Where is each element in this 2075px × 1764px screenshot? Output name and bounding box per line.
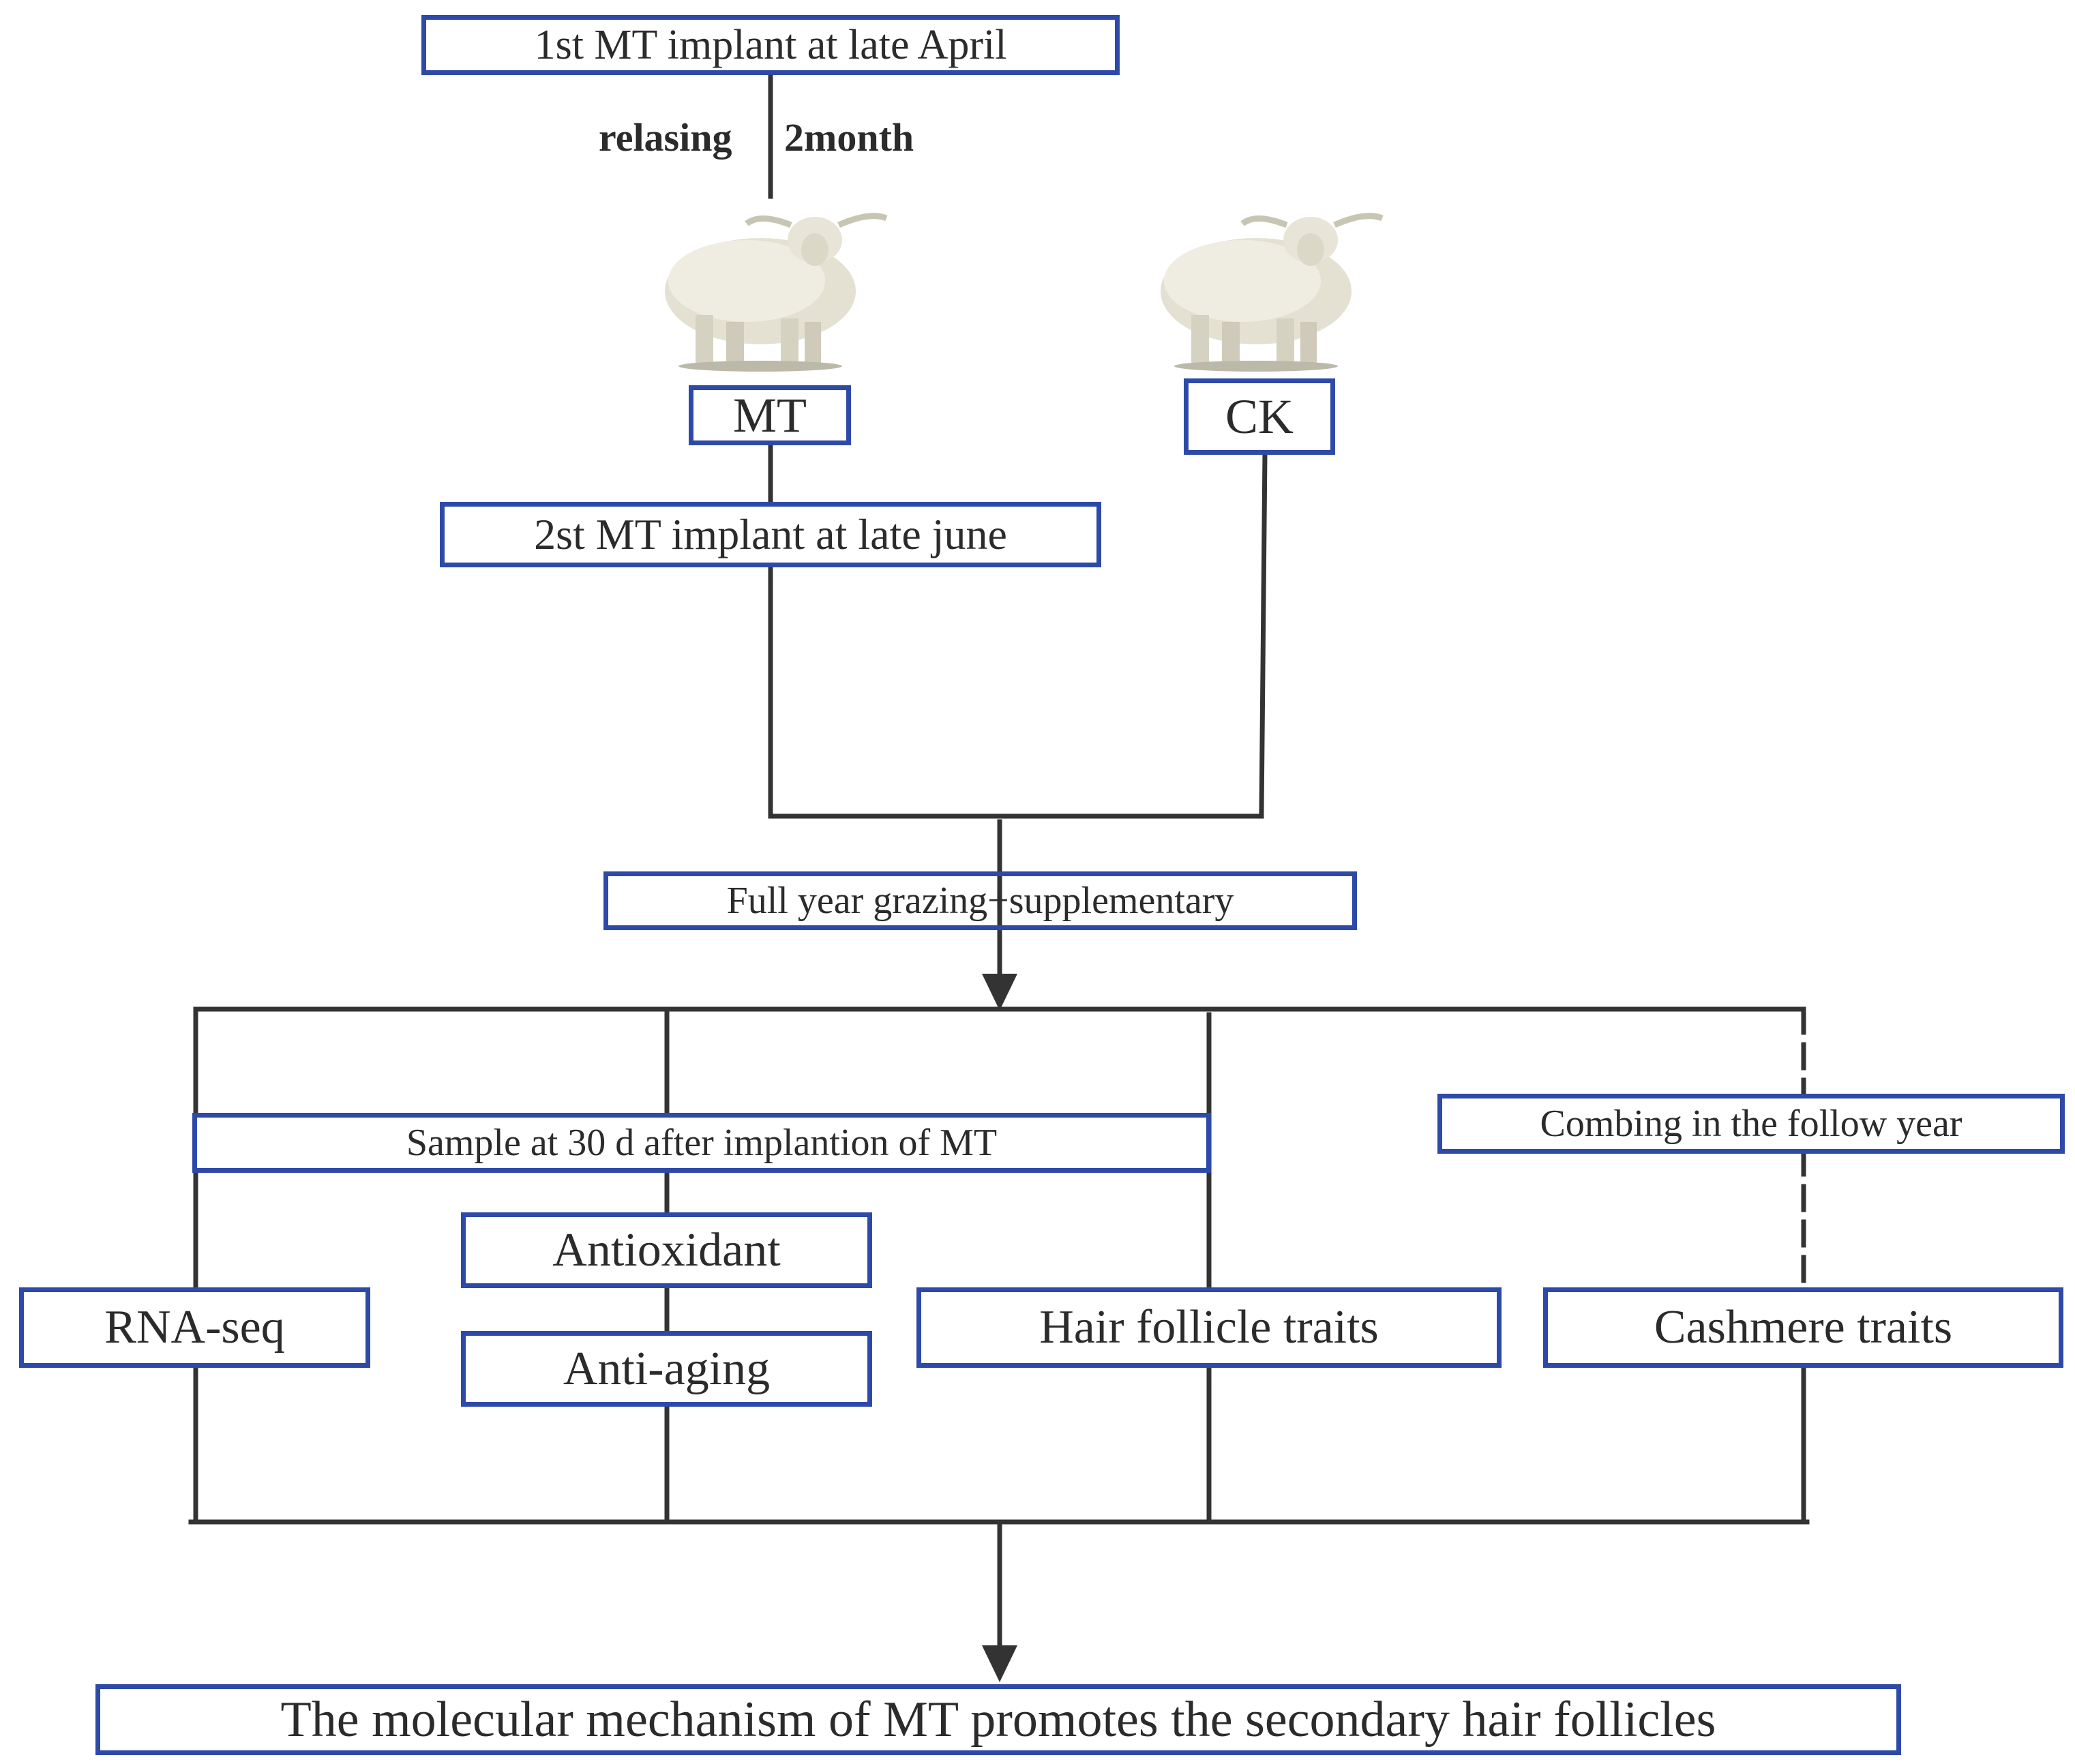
antioxidant-box: Antioxidant (461, 1212, 872, 1288)
implant2-box: 2st MT implant at late june (440, 502, 1101, 567)
releasing-label-right: 2month (784, 115, 914, 160)
cashmere-text: Cashmere traits (1654, 1301, 1953, 1354)
mt-box: MT (689, 385, 851, 445)
grazing-text: Full year grazing+supplementary (726, 880, 1234, 922)
grazing-box: Full year grazing+supplementary (603, 871, 1357, 930)
releasing-label-left: relasing (599, 115, 732, 160)
rnaseq-text: RNA-seq (104, 1301, 285, 1354)
mechanism-box: The molecular mechanism of MT promotes t… (95, 1684, 1901, 1755)
arrowhead-mechanism (982, 1645, 1017, 1682)
antioxidant-text: Antioxidant (552, 1223, 781, 1276)
hair-follicle-box: Hair follicle traits (916, 1287, 1502, 1368)
rnaseq-box: RNA-seq (19, 1287, 370, 1368)
hair-follicle-text: Hair follicle traits (1039, 1301, 1379, 1354)
line-ck-down (1259, 451, 1268, 814)
goat-left-image (665, 213, 888, 372)
antiaging-text: Anti-aging (563, 1342, 771, 1395)
sample-box: Sample at 30 d after implantion of MT (192, 1113, 1211, 1173)
ck-box: CK (1184, 378, 1335, 455)
implant1-text: 1st MT implant at late April (534, 21, 1007, 68)
antiaging-box: Anti-aging (461, 1331, 872, 1407)
ck-text: CK (1225, 389, 1294, 444)
mt-text: MT (733, 387, 807, 443)
arrowhead-branch (982, 974, 1017, 1011)
combing-box: Combing in the follow year (1437, 1094, 2065, 1154)
cashmere-box: Cashmere traits (1543, 1287, 2063, 1368)
goat-right-image (1161, 213, 1384, 372)
implant1-box: 1st MT implant at late April (421, 15, 1120, 75)
combing-text: Combing in the follow year (1540, 1103, 1962, 1145)
mechanism-text: The molecular mechanism of MT promotes t… (280, 1691, 1716, 1748)
sample-text: Sample at 30 d after implantion of MT (406, 1122, 998, 1164)
implant2-text: 2st MT implant at late june (534, 510, 1007, 558)
